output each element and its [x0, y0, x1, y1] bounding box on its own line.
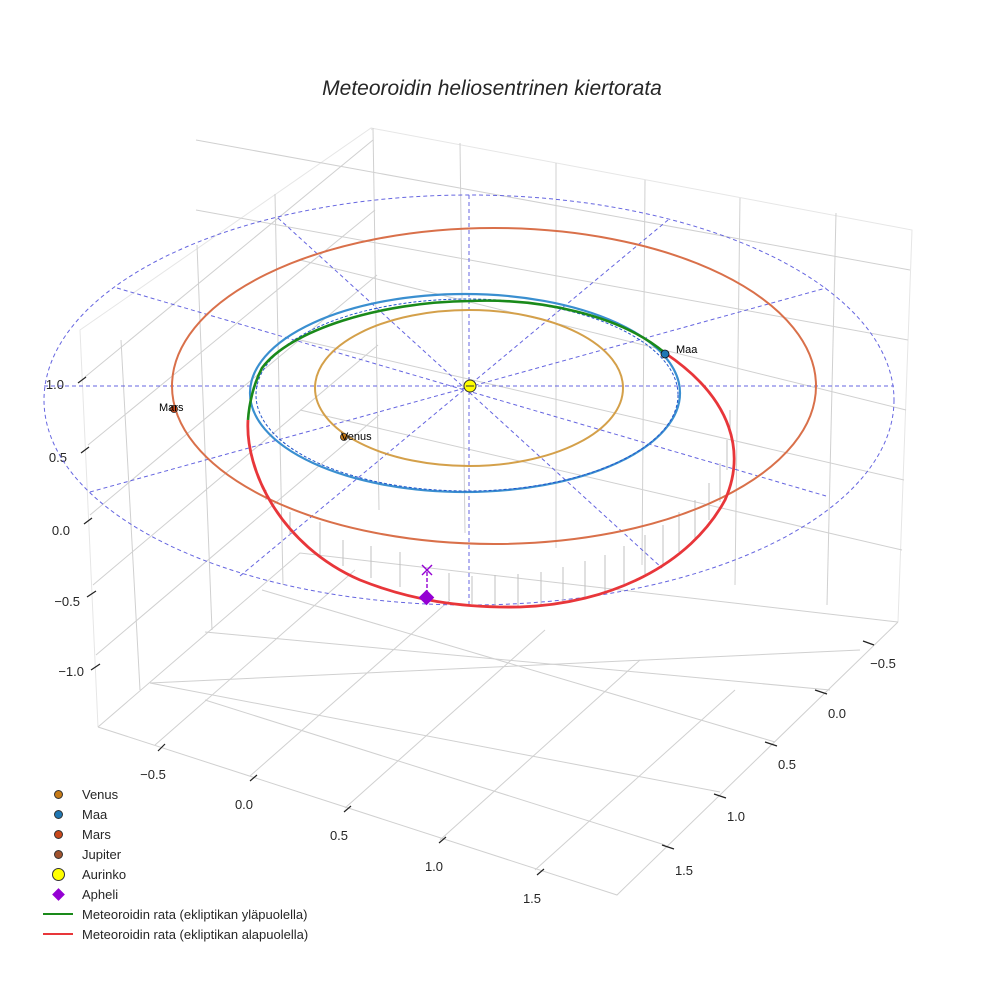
- mars-dot-icon: [53, 829, 63, 839]
- chart-title: Meteoroidin heliosentrinen kiertorata: [322, 77, 662, 100]
- aphelion-diamond-icon: [51, 887, 65, 901]
- drop-lines: [265, 410, 731, 606]
- venus-label: Venus: [341, 431, 372, 443]
- mars-orbit: [171, 227, 817, 545]
- legend-item-orbit-below[interactable]: Meteoroidin rata (ekliptikan alapuolella…: [36, 924, 308, 944]
- x-axis: −0.5 0.0 0.5 1.0 1.5: [140, 743, 545, 906]
- sun-dot-icon: [51, 867, 65, 881]
- green-line-icon: [43, 913, 73, 915]
- legend: Venus Maa Mars Jupiter Aurinko Apheli Me…: [36, 784, 308, 944]
- legend-label: Venus: [82, 786, 119, 802]
- legend-item-apheli[interactable]: Apheli: [36, 884, 308, 904]
- grid-box: [79, 127, 913, 896]
- legend-item-aurinko[interactable]: Aurinko: [36, 864, 308, 884]
- y-tick: 1.5: [675, 863, 693, 878]
- legend-label: Aurinko: [82, 866, 127, 882]
- legend-item-maa[interactable]: Maa: [36, 804, 308, 824]
- x-tick: −0.5: [140, 767, 166, 782]
- aphelion-projection-x-icon: [421, 564, 433, 576]
- mars-marker[interactable]: [170, 405, 178, 413]
- venus-marker[interactable]: [340, 433, 348, 441]
- x-tick: 1.5: [523, 891, 541, 906]
- y-tick: −0.5: [870, 656, 896, 671]
- z-tick: −1.0: [58, 664, 84, 679]
- x-tick: 0.5: [330, 828, 348, 843]
- venus-orbit: [314, 309, 624, 467]
- x-tick: 0.0: [235, 797, 253, 812]
- y-tick: 0.0: [828, 706, 846, 721]
- legend-label: Meteoroidin rata (ekliptikan alapuolella…: [82, 926, 309, 942]
- earth-orbit-inner: [255, 298, 679, 492]
- aphelion-diamond-icon: [418, 589, 435, 606]
- jupiter-dot-icon: [53, 849, 63, 859]
- z-tick: 0.5: [49, 450, 67, 465]
- earth-orbit: [248, 292, 682, 494]
- y-tick: 0.5: [778, 757, 796, 772]
- meteoroid-orbit-below: [246, 351, 736, 609]
- mars-label: Mars: [159, 402, 184, 414]
- legend-item-orbit-above[interactable]: Meteoroidin rata (ekliptikan yläpuolella…: [36, 904, 308, 924]
- legend-item-mars[interactable]: Mars: [36, 824, 308, 844]
- x-tick: 1.0: [425, 859, 443, 874]
- sun-marker[interactable]: [463, 379, 477, 393]
- legend-label: Apheli: [82, 886, 119, 902]
- legend-item-jupiter[interactable]: Jupiter: [36, 844, 308, 864]
- aphelion[interactable]: [418, 564, 435, 606]
- legend-label: Jupiter: [82, 846, 122, 862]
- red-line-icon: [43, 933, 73, 935]
- earth-label: Maa: [676, 344, 698, 356]
- z-tick: 1.0: [46, 377, 64, 392]
- z-tick: 0.0: [52, 523, 70, 538]
- earth-dot-icon: [53, 809, 63, 819]
- z-axis: 1.0 0.5 0.0 −0.5 −1.0: [46, 376, 101, 679]
- earth-marker[interactable]: [660, 349, 670, 359]
- legend-label: Meteoroidin rata (ekliptikan yläpuolella…: [82, 906, 308, 922]
- y-tick: 1.0: [727, 809, 745, 824]
- legend-item-venus[interactable]: Venus: [36, 784, 308, 804]
- legend-label: Maa: [82, 806, 108, 822]
- y-axis: −0.5 0.0 0.5 1.0 1.5: [661, 640, 896, 878]
- legend-label: Mars: [82, 826, 111, 842]
- meteoroid-orbit-above: [246, 299, 666, 421]
- z-tick: −0.5: [54, 594, 80, 609]
- venus-dot-icon: [53, 789, 63, 799]
